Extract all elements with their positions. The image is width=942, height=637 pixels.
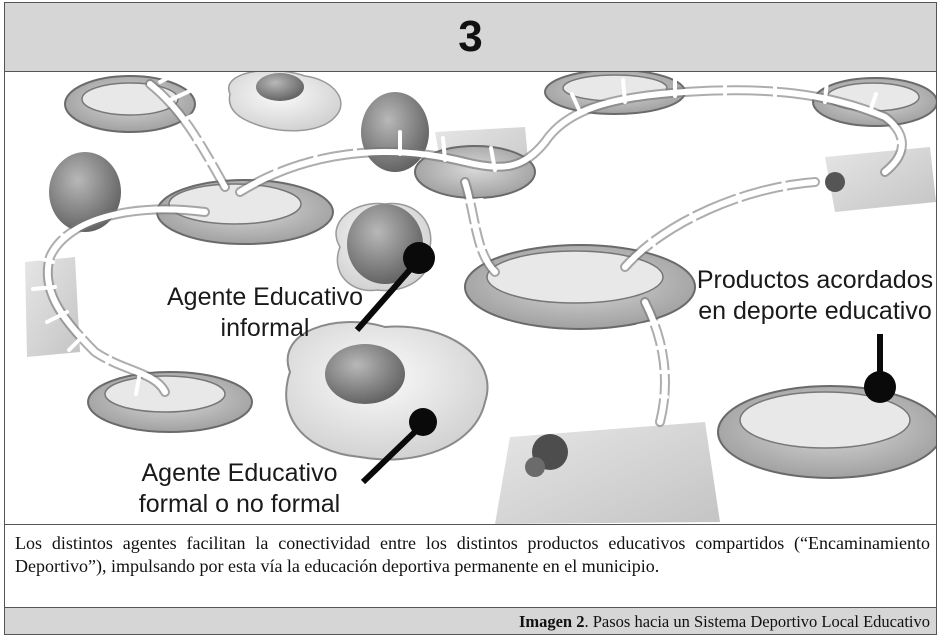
label-products: Productos acordados en deporte educativo [695,265,935,327]
caption: Los distintos agentes facilitan la conec… [5,524,936,608]
label-products-line1: Productos acordados [696,266,934,294]
label-informal-agent: Agente Educativo informal [145,282,385,344]
pin-formal [360,408,437,485]
pin-products [864,334,896,403]
plate [544,72,686,115]
garnish [525,172,845,477]
plate [717,385,936,479]
caption-text: Los distintos agentes facilitan la conec… [15,533,930,576]
step-number: 3 [458,12,483,61]
pointer-pins [354,242,896,485]
pin-informal [354,242,435,332]
illustration-svg [25,72,936,524]
label-products-line2: en deporte educativo [698,297,932,325]
label-formal-agent-line2: formal o no formal [138,490,341,518]
label-formal-agent: Agente Educativo formal o no formal [117,458,362,520]
figure-title: . Pasos hacia un Sistema Deportivo Local… [584,612,930,631]
ladders [29,72,907,427]
egg-top [227,72,342,132]
egg-formal [285,321,489,461]
plate [87,371,253,433]
label-informal-agent-line2: informal [220,314,310,342]
illustration-area: Agente Educativo informal Agente Educati… [5,72,936,524]
label-informal-agent-line1: Agente Educativo [167,283,363,311]
step-header: 3 [5,3,936,72]
plate [464,244,696,330]
label-formal-agent-line1: Agente Educativo [141,459,338,487]
garnish-bit [525,457,545,477]
egg-yolk-left [49,152,121,232]
figure-footer: Imagen 2. Pasos hacia un Sistema Deporti… [5,608,936,634]
garnish-bit [825,172,845,192]
product-plates [64,72,936,479]
figure-label: Imagen 2 [518,612,585,631]
plate [64,75,196,133]
egg-yolk-center [361,92,429,172]
map-tile [825,147,936,212]
figure-frame: 3 [4,2,937,635]
